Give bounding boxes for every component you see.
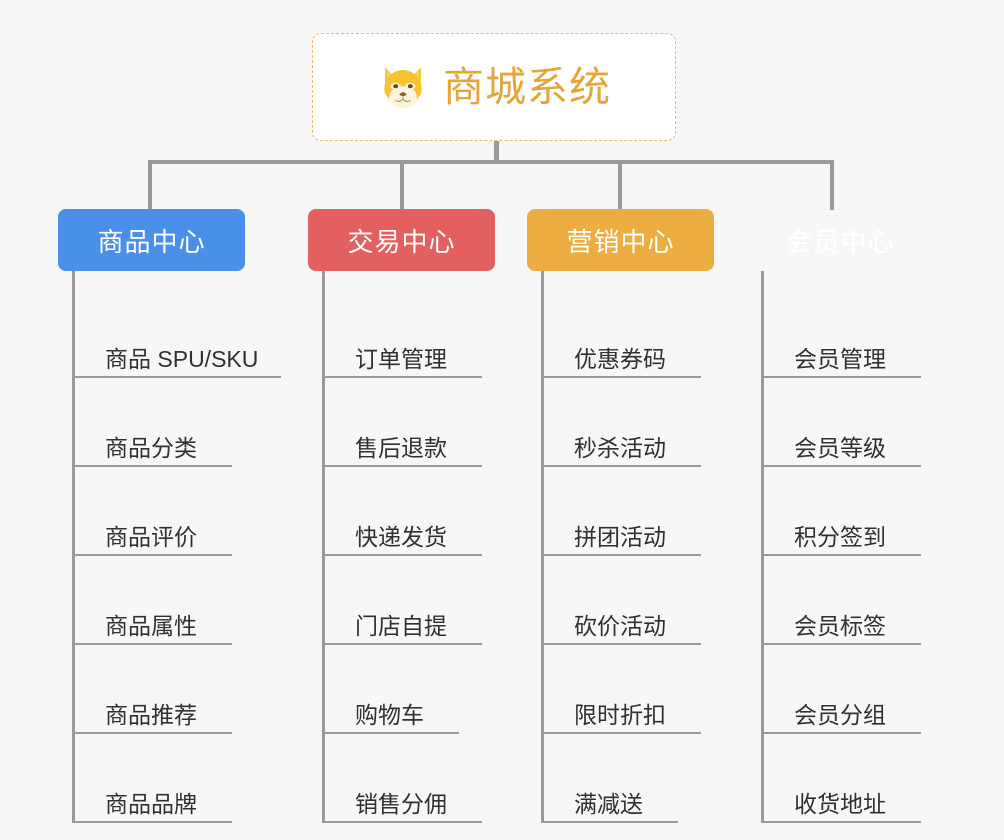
leaf-label: 商品属性 (105, 613, 197, 640)
connector-drop-col-1 (400, 160, 404, 210)
leaf-label: 购物车 (355, 702, 424, 729)
leaf-label: 商品推荐 (105, 702, 197, 729)
leaf-label: 会员标签 (794, 613, 886, 640)
root-title: 商城系统 (443, 63, 611, 110)
connector-bus (148, 160, 834, 164)
leaf-item[interactable]: 秒杀活动 (541, 378, 747, 467)
leaf-label: 收货地址 (794, 791, 886, 818)
leaf-label: 拼团活动 (574, 524, 666, 551)
branch-column-product: 商品中心 商品 SPU/SKU 商品分类 商品评价 商品属性 商品推荐 商品品牌 (58, 209, 281, 823)
category-box-marketing[interactable]: 营销中心 (527, 209, 714, 271)
category-label: 会员中心 (786, 226, 895, 257)
leaf-list-product: 商品 SPU/SKU 商品分类 商品评价 商品属性 商品推荐 商品品牌 (72, 271, 281, 823)
category-label: 商品中心 (97, 226, 206, 257)
leaf-item[interactable]: 商品推荐 (72, 645, 278, 734)
leaf-label: 秒杀活动 (574, 435, 666, 462)
leaf-item[interactable]: 商品品牌 (72, 734, 278, 823)
leaf-item[interactable]: 快递发货 (322, 467, 528, 556)
leaf-item[interactable]: 商品分类 (72, 378, 278, 467)
leaf-label: 满减送 (574, 791, 643, 818)
leaf-label: 会员管理 (794, 346, 886, 373)
leaf-label: 售后退款 (355, 435, 447, 462)
leaf-item[interactable]: 会员标签 (761, 556, 967, 645)
connector-root-drop (494, 141, 499, 164)
leaf-label: 商品 SPU/SKU (105, 346, 259, 373)
root-node[interactable]: 商城系统 (312, 33, 676, 141)
leaf-item[interactable]: 会员等级 (761, 378, 967, 467)
leaf-item[interactable]: 优惠券码 (541, 289, 747, 378)
leaf-label: 商品品牌 (105, 791, 197, 818)
leaf-label: 会员分组 (794, 702, 886, 729)
leaf-label: 积分签到 (794, 524, 886, 551)
category-label: 交易中心 (347, 226, 456, 257)
category-box-member[interactable]: 会员中心 (747, 209, 934, 271)
leaf-label: 销售分佣 (355, 791, 447, 818)
leaf-label: 订单管理 (355, 346, 447, 373)
category-box-trade[interactable]: 交易中心 (308, 209, 495, 271)
branch-column-trade: 交易中心 订单管理 售后退款 快递发货 门店自提 购物车 销售分佣 (308, 209, 528, 823)
connector-drop-col-3 (830, 160, 834, 210)
leaf-item[interactable]: 满减送 (541, 734, 747, 823)
leaf-item[interactable]: 售后退款 (322, 378, 528, 467)
leaf-item[interactable]: 销售分佣 (322, 734, 528, 823)
leaf-item[interactable]: 积分签到 (761, 467, 967, 556)
leaf-label: 商品分类 (105, 435, 197, 462)
leaf-item[interactable]: 订单管理 (322, 289, 528, 378)
shiba-inu-icon (384, 67, 422, 109)
leaf-item[interactable]: 拼团活动 (541, 467, 747, 556)
leaf-list-trade: 订单管理 售后退款 快递发货 门店自提 购物车 销售分佣 (322, 271, 528, 823)
leaf-label: 商品评价 (105, 524, 197, 551)
category-label: 营销中心 (566, 226, 675, 257)
leaf-label: 快递发货 (355, 524, 447, 551)
leaf-label: 砍价活动 (574, 613, 666, 640)
branch-column-marketing: 营销中心 优惠券码 秒杀活动 拼团活动 砍价活动 限时折扣 满减送 (527, 209, 747, 823)
leaf-item[interactable]: 商品评价 (72, 467, 278, 556)
connector-drop-col-2 (618, 160, 622, 210)
category-box-product[interactable]: 商品中心 (58, 209, 245, 271)
leaf-item[interactable]: 购物车 (322, 645, 528, 734)
leaf-list-marketing: 优惠券码 秒杀活动 拼团活动 砍价活动 限时折扣 满减送 (541, 271, 747, 823)
leaf-item[interactable]: 门店自提 (322, 556, 528, 645)
leaf-item[interactable]: 商品 SPU/SKU (72, 289, 281, 378)
leaf-item[interactable]: 商品属性 (72, 556, 278, 645)
leaf-label: 优惠券码 (574, 346, 666, 373)
leaf-label: 限时折扣 (574, 702, 666, 729)
leaf-item[interactable]: 砍价活动 (541, 556, 747, 645)
leaf-item[interactable]: 收货地址 (761, 734, 967, 823)
leaf-item[interactable]: 限时折扣 (541, 645, 747, 734)
leaf-item[interactable]: 会员分组 (761, 645, 967, 734)
connector-drop-col-0 (148, 160, 152, 210)
leaf-label: 门店自提 (355, 613, 447, 640)
leaf-label: 会员等级 (794, 435, 886, 462)
leaf-list-member: 会员管理 会员等级 积分签到 会员标签 会员分组 收货地址 (761, 271, 967, 823)
branch-column-member: 会员中心 会员管理 会员等级 积分签到 会员标签 会员分组 收货地址 (747, 209, 967, 823)
leaf-item[interactable]: 会员管理 (761, 289, 967, 378)
